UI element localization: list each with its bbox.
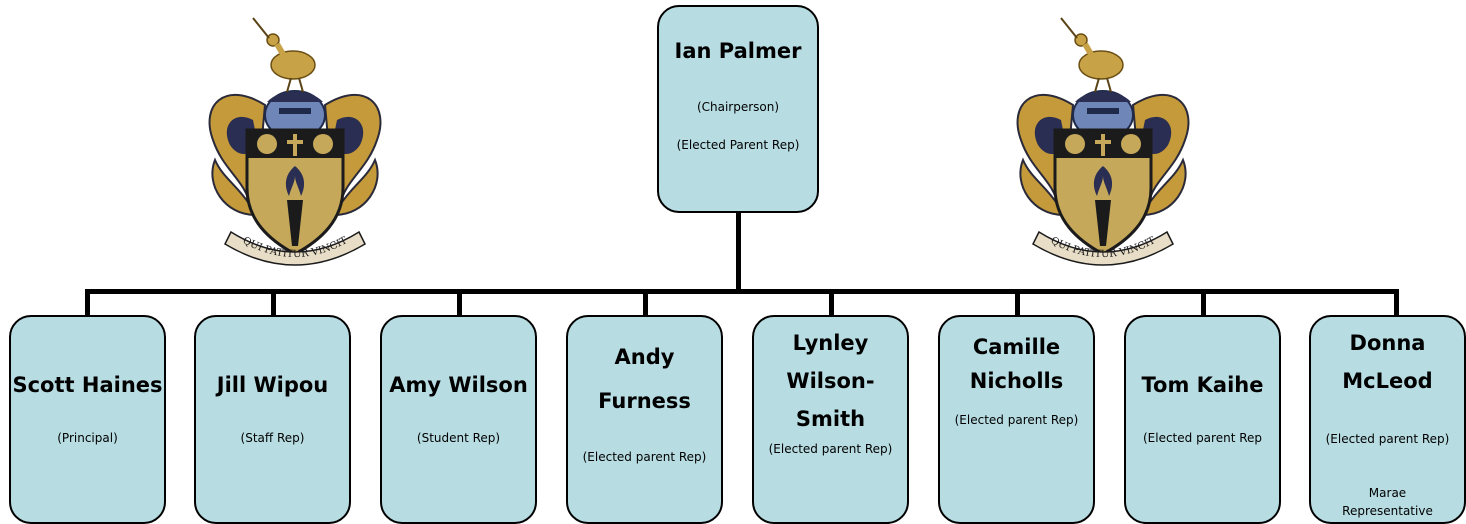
coat-of-arms-right: QUI PATITUR VINCIT [1016,17,1190,266]
member-name-line-2: Wilson- [786,369,875,393]
member-role: (Student Rep) [416,431,501,445]
member-name-line-3: Smith [795,407,866,431]
member-name-line-1: Andy [614,345,675,369]
member-name: Tom Kaihe [1141,373,1264,397]
member-note-line-2: Representative [1342,504,1433,518]
coat-of-arms-left: QUI PATITUR VINCIT [208,17,382,266]
member-name-line-1: Lynley [792,331,869,355]
chair-name: Ian Palmer [674,39,802,63]
drop-line-4 [643,289,648,319]
member-name-line-1: Donna [1349,331,1426,355]
member-box-3: Amy Wilson (Student Rep) [380,315,537,524]
member-name-line-2: Nicholls [969,369,1064,393]
member-role: (Elected parent Rep) [768,442,893,456]
member-box-7: Tom Kaihe (Elected parent Rep [1124,315,1281,524]
member-box-1: Scott Haines (Principal) [9,315,166,524]
member-name-line-2: Furness [598,389,691,413]
drop-line-8 [1394,289,1399,319]
member-box-2: Jill Wipou (Staff Rep) [194,315,351,524]
drop-line-7 [1201,289,1206,319]
member-box-8: Donna McLeod (Elected parent Rep) Marae … [1309,315,1466,524]
member-name: Jill Wipou [216,373,329,397]
horizontal-bar-line [85,289,1399,294]
member-name: Amy Wilson [389,373,528,397]
chair-stem-line [736,212,741,292]
member-name-line-2: McLeod [1342,369,1433,393]
member-role: (Elected parent Rep) [582,450,707,464]
drop-line-1 [85,289,90,319]
drop-line-2 [271,289,276,319]
drop-line-5 [829,289,834,319]
member-name-line-1: Camille [972,335,1061,359]
member-role: (Staff Rep) [240,431,305,445]
chair-role-secondary: (Elected Parent Rep) [676,138,800,152]
member-box-5: Lynley Wilson- Smith (Elected parent Rep… [752,315,909,524]
member-role: (Elected parent Rep) [1325,432,1450,446]
member-role: (Principal) [57,431,118,445]
member-role: (Elected parent Rep [1142,431,1263,445]
chair-box: Ian Palmer (Chairperson) (Elected Parent… [657,5,819,213]
drop-line-6 [1015,289,1020,319]
drop-line-3 [457,289,462,319]
member-box-4: Andy Furness (Elected parent Rep) [566,315,723,524]
member-note-line-1: Marae [1368,486,1407,500]
member-box-6: Camille Nicholls (Elected parent Rep) [938,315,1095,524]
chair-role: (Chairperson) [696,100,780,114]
member-role: (Elected parent Rep) [954,413,1079,427]
member-name: Scott Haines [12,373,163,397]
